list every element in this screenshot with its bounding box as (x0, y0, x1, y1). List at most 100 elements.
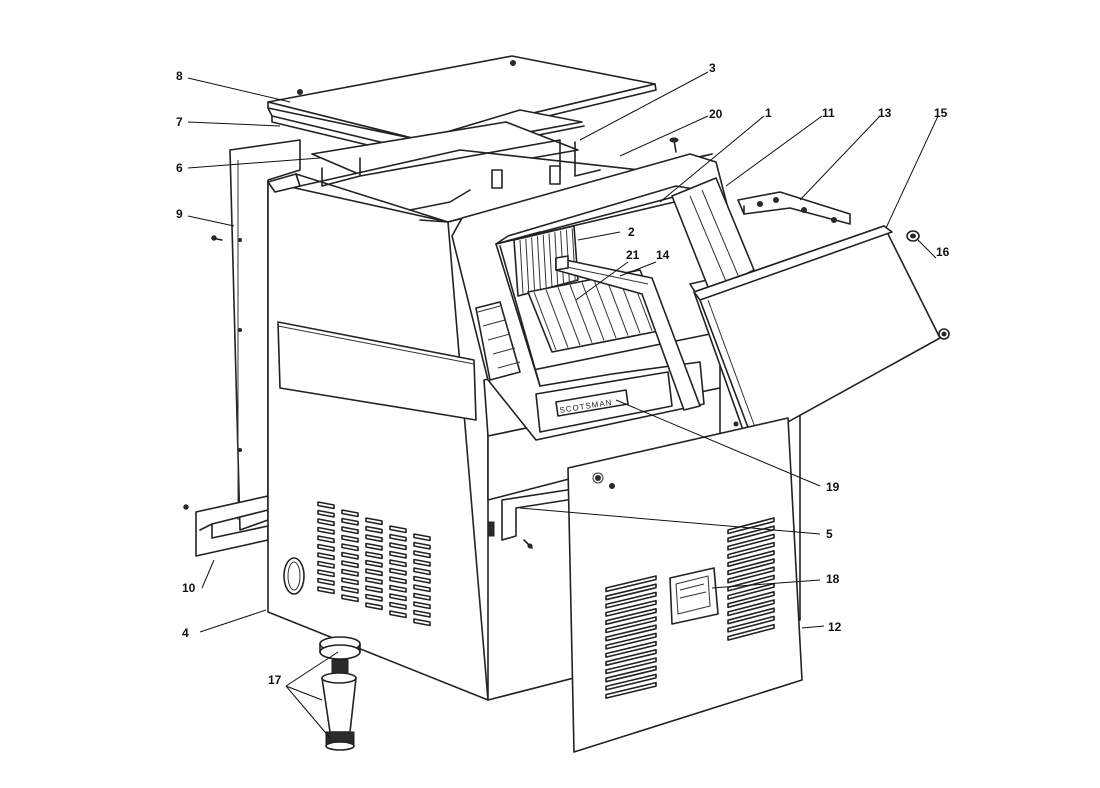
vent-slot (413, 541, 431, 550)
vent-slot (605, 591, 657, 609)
callout-1: 1 (765, 106, 772, 120)
vent-slot (727, 590, 775, 609)
vent-slot (389, 567, 407, 576)
vent-slot (727, 533, 775, 551)
vent-slot (317, 560, 335, 569)
grid-bar (482, 319, 506, 327)
callout-3: 3 (709, 61, 716, 75)
evaporator-fin (548, 233, 553, 288)
vent-slot (365, 568, 383, 577)
vent-slot (727, 558, 775, 576)
callout-9: 9 (176, 207, 183, 221)
callout-18: 18 (826, 572, 840, 586)
vent-slot (413, 567, 431, 576)
vent-slot (365, 534, 383, 543)
callout-7: 7 (176, 115, 183, 129)
vent-slot (317, 526, 335, 535)
vent-slot (317, 535, 335, 544)
callout-17: 17 (268, 673, 282, 687)
vent-slot (341, 560, 359, 569)
grid-bar (497, 361, 521, 369)
adjustable-foot (319, 636, 361, 751)
vent-slot (605, 648, 657, 667)
vent-slot (389, 601, 407, 610)
vent-slot (341, 551, 359, 560)
vent-slot (365, 593, 383, 602)
callout-21: 21 (626, 248, 640, 262)
front-label-plate: SCOTSMAN (535, 371, 673, 433)
vent-slot (389, 559, 407, 568)
grid-bar (487, 333, 511, 341)
vent-slot (317, 577, 335, 586)
vent-slot (727, 574, 775, 592)
vent-slot (365, 525, 383, 534)
vent-slot (341, 517, 359, 526)
vent-slot (413, 575, 431, 584)
grid-bar (492, 347, 516, 355)
evaporator-fin (531, 237, 536, 292)
vent-slot (413, 618, 431, 627)
vent-slot (605, 665, 657, 683)
vent-slot (605, 657, 657, 675)
vent-slot (413, 609, 431, 618)
vent-slot (365, 585, 383, 594)
vent-slot (727, 541, 775, 559)
callout-numbers: 1 2 3 4 5 6 7 8 9 10 11 12 13 14 15 16 1… (176, 61, 950, 687)
vent-slot (727, 615, 775, 633)
vent-slot (389, 533, 407, 542)
vent-slot (317, 552, 335, 561)
evaporator-fin (525, 238, 530, 293)
callout-14: 14 (656, 248, 670, 262)
vent-slot (727, 607, 775, 625)
vent-slot (727, 566, 775, 584)
evaporator-fin (536, 236, 541, 290)
vent-slot (413, 592, 431, 601)
vent-slot (365, 542, 383, 551)
back-panel (211, 139, 301, 531)
vent-slot (341, 594, 359, 603)
vent-slot (605, 624, 657, 642)
vent-slot (365, 602, 383, 611)
vent-slot (389, 584, 407, 593)
vent-slot (317, 501, 335, 510)
vent-slot (605, 632, 657, 650)
vent-slot (365, 576, 383, 585)
evaporator-fin (519, 239, 524, 295)
vent-slot (605, 599, 657, 617)
grid-bar (557, 287, 581, 346)
vent-slot (341, 543, 359, 552)
vent-slot (727, 623, 775, 641)
vent-slot (413, 601, 431, 610)
vent-slot (389, 576, 407, 585)
callout-16: 16 (936, 245, 950, 259)
bin-door (693, 225, 941, 445)
callout-19: 19 (826, 480, 840, 494)
vent-slot (727, 549, 775, 568)
vent-slot (389, 525, 407, 534)
callout-13: 13 (878, 106, 892, 120)
cabinet-interior (295, 139, 721, 501)
vent-slot (317, 509, 335, 518)
vent-slot (605, 575, 657, 593)
vent-slot (317, 543, 335, 552)
grid-bar (605, 277, 629, 336)
grid-bar (533, 291, 557, 351)
vent-slot (413, 558, 431, 567)
vent-slot (605, 673, 657, 691)
vent-slot (341, 568, 359, 577)
vent-slot (727, 517, 775, 535)
top-right-bracket (737, 191, 851, 225)
vent-slot (317, 569, 335, 578)
vent-slot (605, 616, 657, 634)
vent-slot (389, 593, 407, 602)
vent-slot (727, 599, 775, 617)
vent-slot (389, 542, 407, 551)
leader-lines (187, 71, 939, 739)
door-knobs (906, 230, 950, 340)
vent-slot (341, 577, 359, 586)
vent-slot (605, 640, 657, 658)
grid-bar (581, 282, 605, 341)
vent-slot (317, 586, 335, 595)
vent-slot (341, 509, 359, 518)
